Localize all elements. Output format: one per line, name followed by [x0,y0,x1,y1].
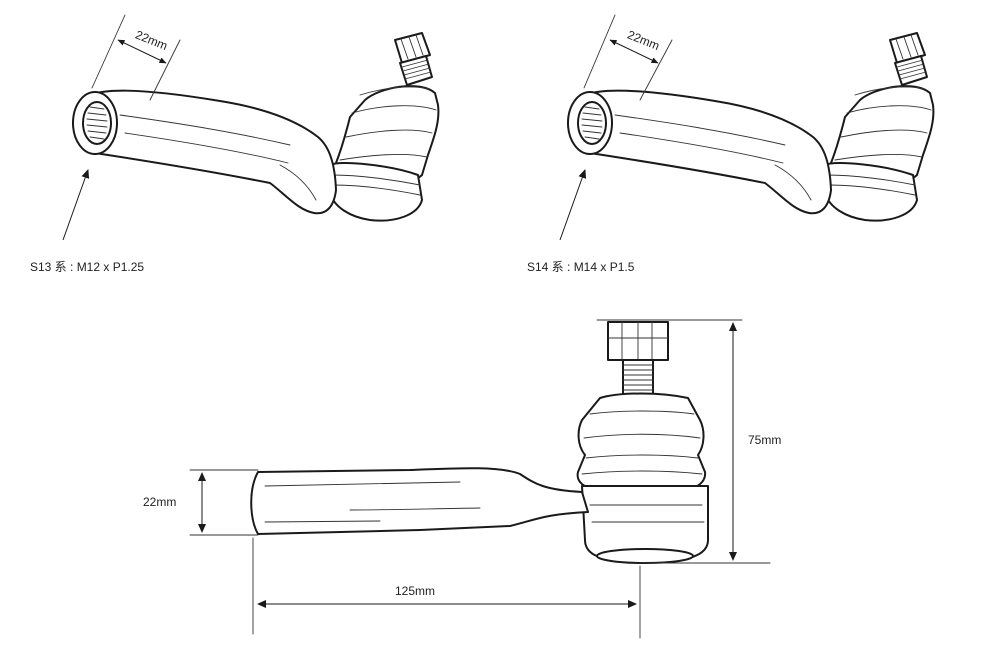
bottom-tie-rod-end [250,321,709,564]
dust-boot [576,392,707,489]
tie-rod-arm [250,467,589,535]
top-right-tie-rod-end [567,32,935,222]
tie-rod-end-drawing [72,32,440,222]
top-right-leader-arrow [559,169,587,241]
top-right-width-label: 22mm [625,28,661,53]
bottom-length-label: 125mm [395,584,435,598]
top-left-width-label: 22mm [133,28,169,53]
bottom-width-dimension: 22mm [143,469,259,536]
top-left-leader-arrow [62,169,90,241]
bottom-width-label: 22mm [143,495,176,509]
top-right-thread-label: S14 系 : M14 x P1.5 [527,260,635,274]
bottom-height-dimension: 75mm [596,319,781,564]
tie-rod-end-drawing [567,32,935,222]
top-right-width-dimension: 22mm [583,14,673,101]
top-left-tie-rod-end [72,32,440,222]
top-left-width-dimension: 22mm [91,14,181,101]
bottom-height-label: 75mm [748,433,781,447]
bottom-length-dimension: 125mm [252,537,641,639]
top-left-thread-label: S13 系 : M12 x P1.25 [30,260,144,274]
